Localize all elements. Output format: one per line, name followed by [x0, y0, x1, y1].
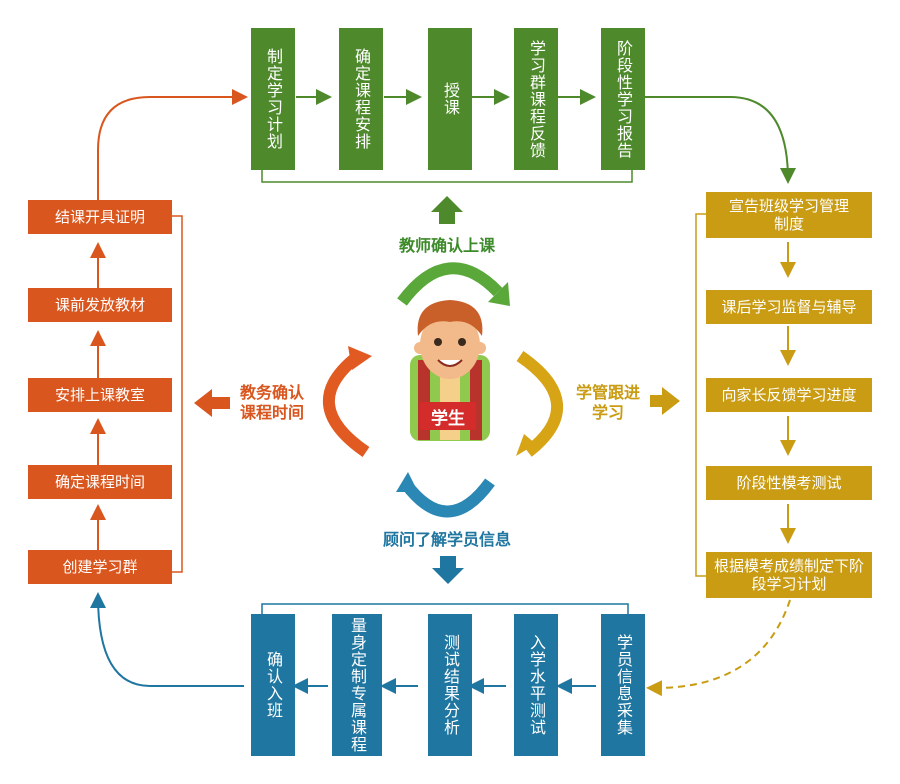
- academic-label: 教务确认课程时间: [239, 383, 304, 422]
- right-box-3: 向家长反馈学习进度: [706, 378, 872, 412]
- gold-cycle-arrow-icon: [516, 351, 563, 457]
- right-box-4: 阶段性模考测试: [706, 466, 872, 500]
- right-box-2: 课后学习监督与辅导: [706, 290, 872, 324]
- up-arrow-icon: [431, 196, 463, 224]
- top-box-1: 制定学习计划: [251, 28, 295, 170]
- bottom-box-2: 量身定制专属课程: [332, 614, 382, 756]
- student-badge: 学生: [420, 402, 476, 430]
- manager-label: 学管跟进学习: [575, 383, 640, 422]
- left-box-4: 确定课程时间: [28, 465, 172, 499]
- bottom-box-1: 确认入班: [251, 614, 295, 756]
- left-box-1: 结课开具证明: [28, 200, 172, 234]
- bottom-box-5: 学员信息采集: [601, 614, 645, 756]
- top-box-5: 阶段性学习报告: [601, 28, 645, 170]
- left-box-2: 课前发放教材: [28, 288, 172, 322]
- top-box-4: 学习群课程反馈: [514, 28, 558, 170]
- advisor-label: 顾问了解学员信息: [382, 530, 511, 549]
- left-arrow-icon: [194, 389, 230, 417]
- green-cycle-arrow-icon: [397, 262, 503, 306]
- right-box-5: 根据模考成绩制定下阶段学习计划: [706, 552, 872, 598]
- down-arrow-icon: [432, 556, 464, 584]
- bottom-box-4: 入学水平测试: [514, 614, 558, 756]
- right-box-1: 宣告班级学习管理制度: [706, 192, 872, 238]
- orange-cycle-arrow-icon: [323, 351, 370, 457]
- left-box-5: 创建学习群: [28, 550, 172, 584]
- teacher-label: 教师确认上课: [398, 236, 495, 255]
- bottom-box-3: 测试结果分析: [428, 614, 472, 756]
- top-box-2: 确定课程安排: [339, 28, 383, 170]
- blue-cycle-arrow-icon: [401, 478, 495, 518]
- left-box-3: 安排上课教室: [28, 378, 172, 412]
- top-box-3: 授课: [428, 28, 472, 170]
- right-arrow-icon: [650, 387, 680, 415]
